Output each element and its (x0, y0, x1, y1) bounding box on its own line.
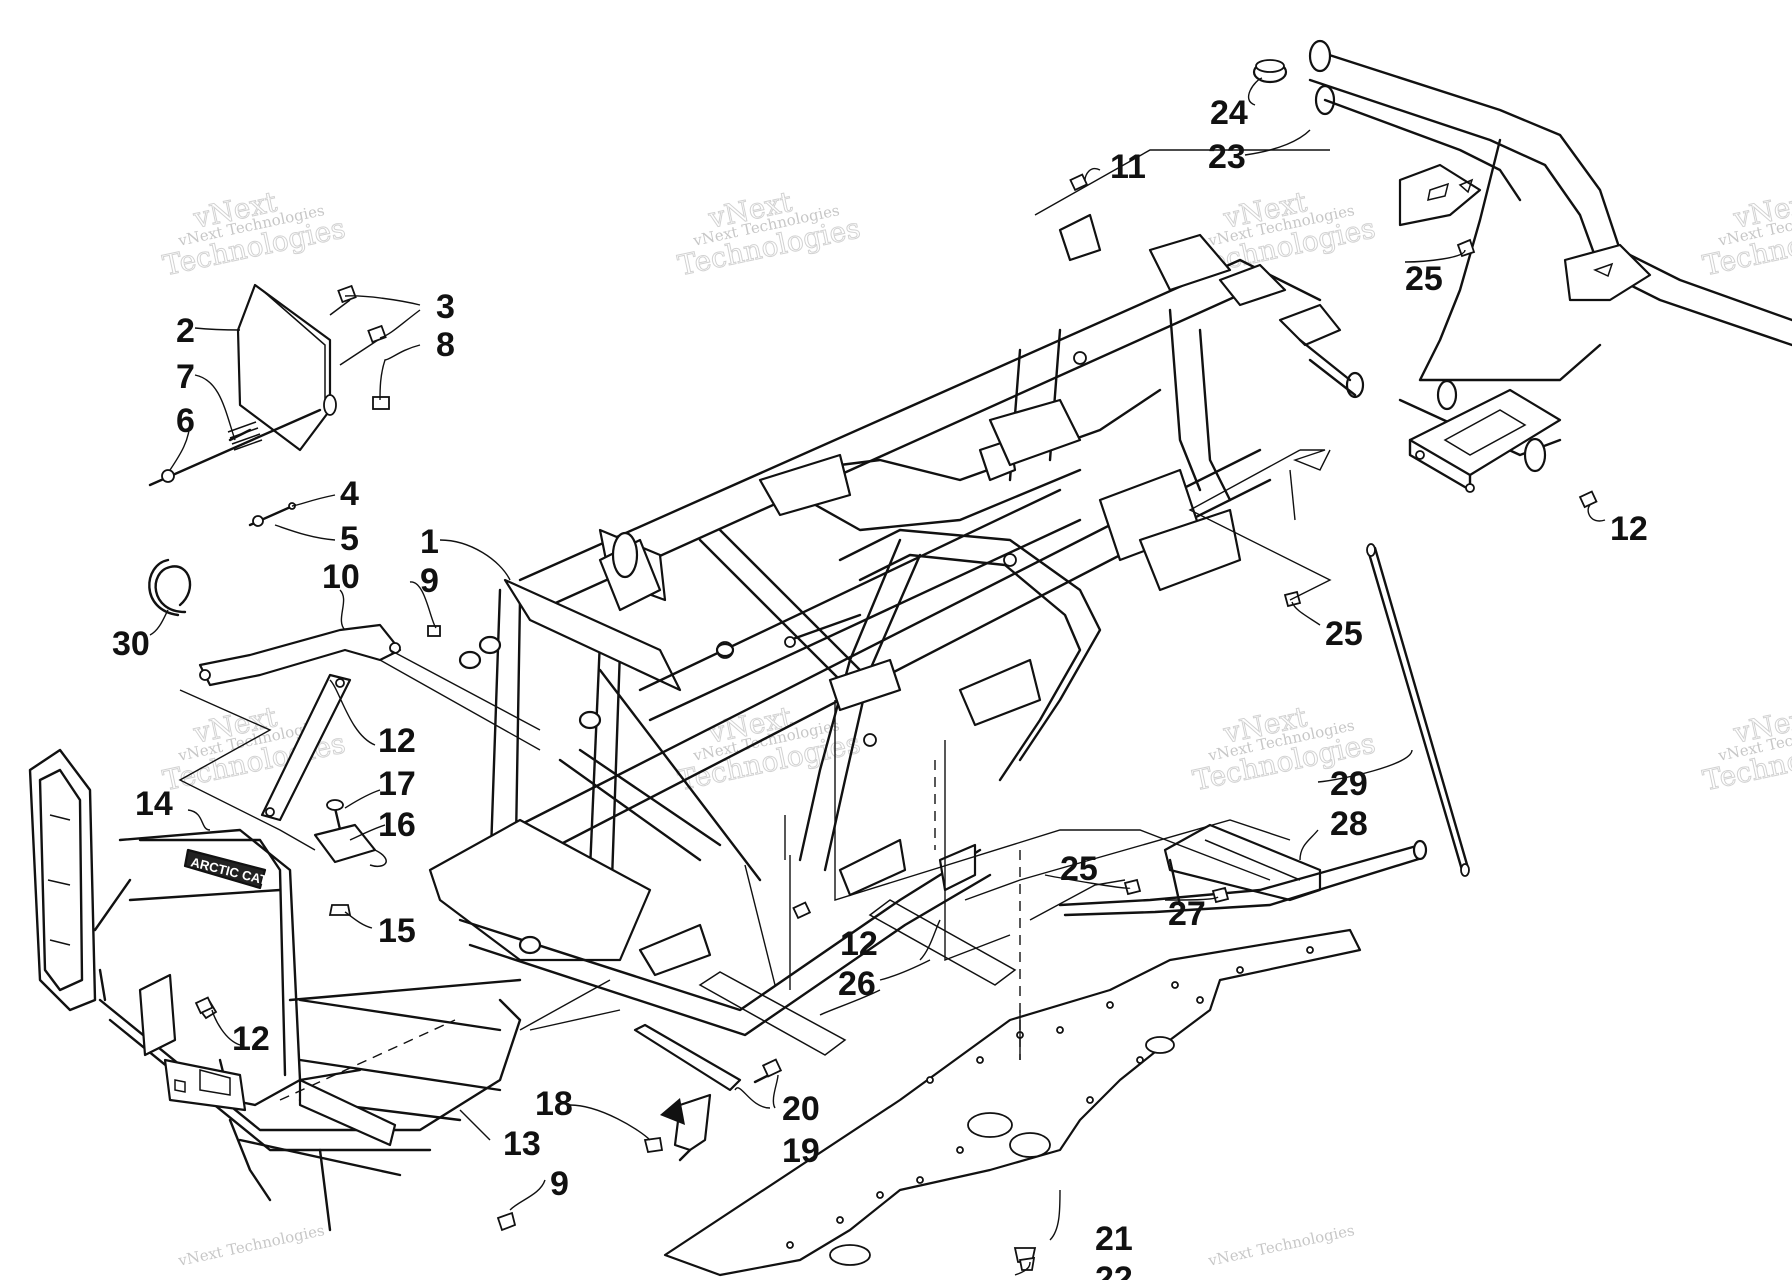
callout-10: 10 (322, 558, 360, 596)
watermark-line-2: vNext Technologies (1206, 1221, 1356, 1270)
callout-19: 19 (782, 1132, 820, 1170)
end-cap-24 (1252, 59, 1288, 84)
callout-8: 8 (436, 326, 455, 364)
callout-13: 13 (503, 1125, 541, 1163)
tow-bracket-19 (633, 1023, 783, 1162)
callout-2: 2 (176, 312, 195, 350)
watermark: vNext Technologies (1206, 1221, 1356, 1270)
rod-29 (1366, 543, 1470, 877)
leader-lines (149, 77, 1606, 1276)
callout-27: 27 (1168, 895, 1206, 933)
callout-16: 16 (378, 806, 416, 844)
callout-6: 6 (176, 402, 195, 440)
callout-1: 1 (420, 523, 439, 561)
main-frame (428, 213, 1365, 1037)
hardware-15-17 (313, 799, 387, 916)
watermark: vNext vNext Technologies Technologies (675, 184, 864, 282)
clamp-30 (148, 558, 192, 617)
skid-plate-holes (786, 946, 1314, 1249)
callout-12: 12 (232, 1020, 270, 1058)
callout-30: 30 (112, 625, 150, 663)
headlight-assembly (148, 283, 390, 527)
callout-12: 12 (840, 925, 878, 963)
callout-25: 25 (1325, 615, 1363, 653)
callout-3: 3 (436, 288, 455, 326)
rear-rack (1308, 39, 1792, 493)
brace-11 (260, 673, 352, 822)
callout-28: 28 (1330, 805, 1368, 843)
callout-18: 18 (535, 1085, 573, 1123)
watermark-line-2: vNext Technologies (176, 1221, 326, 1270)
floor-mats-26 (698, 899, 1017, 1056)
callout-7: 7 (176, 358, 195, 396)
callout-24: 24 (1210, 94, 1248, 132)
callout-4: 4 (340, 475, 359, 513)
callout-17: 17 (378, 765, 416, 803)
callout-12: 11 (1110, 148, 1146, 186)
watermark: vNext vNext Technologies Technologies (1700, 699, 1792, 797)
callout-29: 29 (1330, 765, 1368, 803)
arctic-cat-decal: ARCTIC CAT (189, 854, 269, 888)
callout-11: 12 (378, 722, 416, 760)
callout-26: 26 (838, 965, 876, 1003)
skid-plate (663, 928, 1362, 1277)
callout-15: 15 (378, 912, 416, 950)
callout-9: 9 (550, 1165, 569, 1203)
callout-25: 25 (1405, 260, 1443, 298)
callout-12: 12 (1610, 510, 1648, 548)
callout-23: 23 (1208, 138, 1246, 176)
hardware-fasteners (194, 173, 1598, 1271)
bracket-10 (198, 623, 441, 687)
callout-22: 22 (1095, 1260, 1133, 1280)
callout-9: 9 (420, 562, 439, 600)
callout-5: 5 (340, 520, 359, 558)
callout-labels: 24 23 11 25 12 25 29 28 25 27 12 26 21 2… (112, 94, 1648, 1280)
watermark: vNext vNext Technologies Technologies (160, 184, 349, 282)
callout-14: 14 (135, 785, 173, 823)
callout-20: 20 (782, 1090, 820, 1128)
watermark: vNext vNext Technologies Technologies (1700, 184, 1792, 282)
front-bumper: ARCTIC CAT (28, 748, 522, 1232)
callout-25: 25 (1060, 850, 1098, 888)
callout-21: 21 (1095, 1220, 1133, 1258)
watermark: vNext Technologies (176, 1221, 326, 1270)
